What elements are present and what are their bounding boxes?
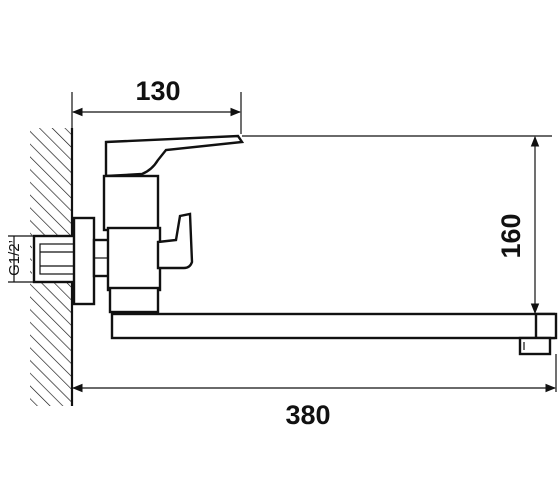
spout-swivel-joint [108, 286, 160, 314]
dimension-160: 160 [242, 135, 552, 315]
mixer-body [102, 134, 245, 314]
lever-handle [104, 134, 245, 178]
cartridge-housing [102, 174, 160, 232]
dimension-label-380: 380 [285, 400, 330, 430]
thread-dimension: G1/2’ [6, 235, 34, 283]
spout-tip [534, 312, 558, 340]
dimension-label-130: 130 [135, 76, 180, 106]
dimension-380: 380 [71, 354, 557, 430]
flange-plate [72, 216, 96, 306]
spout [110, 312, 558, 356]
dimension-label-160: 160 [496, 213, 526, 258]
main-body [106, 226, 162, 292]
diverter-switch [156, 212, 194, 270]
wall-flange [72, 216, 112, 306]
threaded-inlet [32, 234, 80, 284]
aerator [518, 336, 552, 356]
spout-arm [110, 312, 556, 340]
dimension-130: 130 [71, 76, 242, 134]
thread-label: G1/2’ [6, 240, 23, 276]
